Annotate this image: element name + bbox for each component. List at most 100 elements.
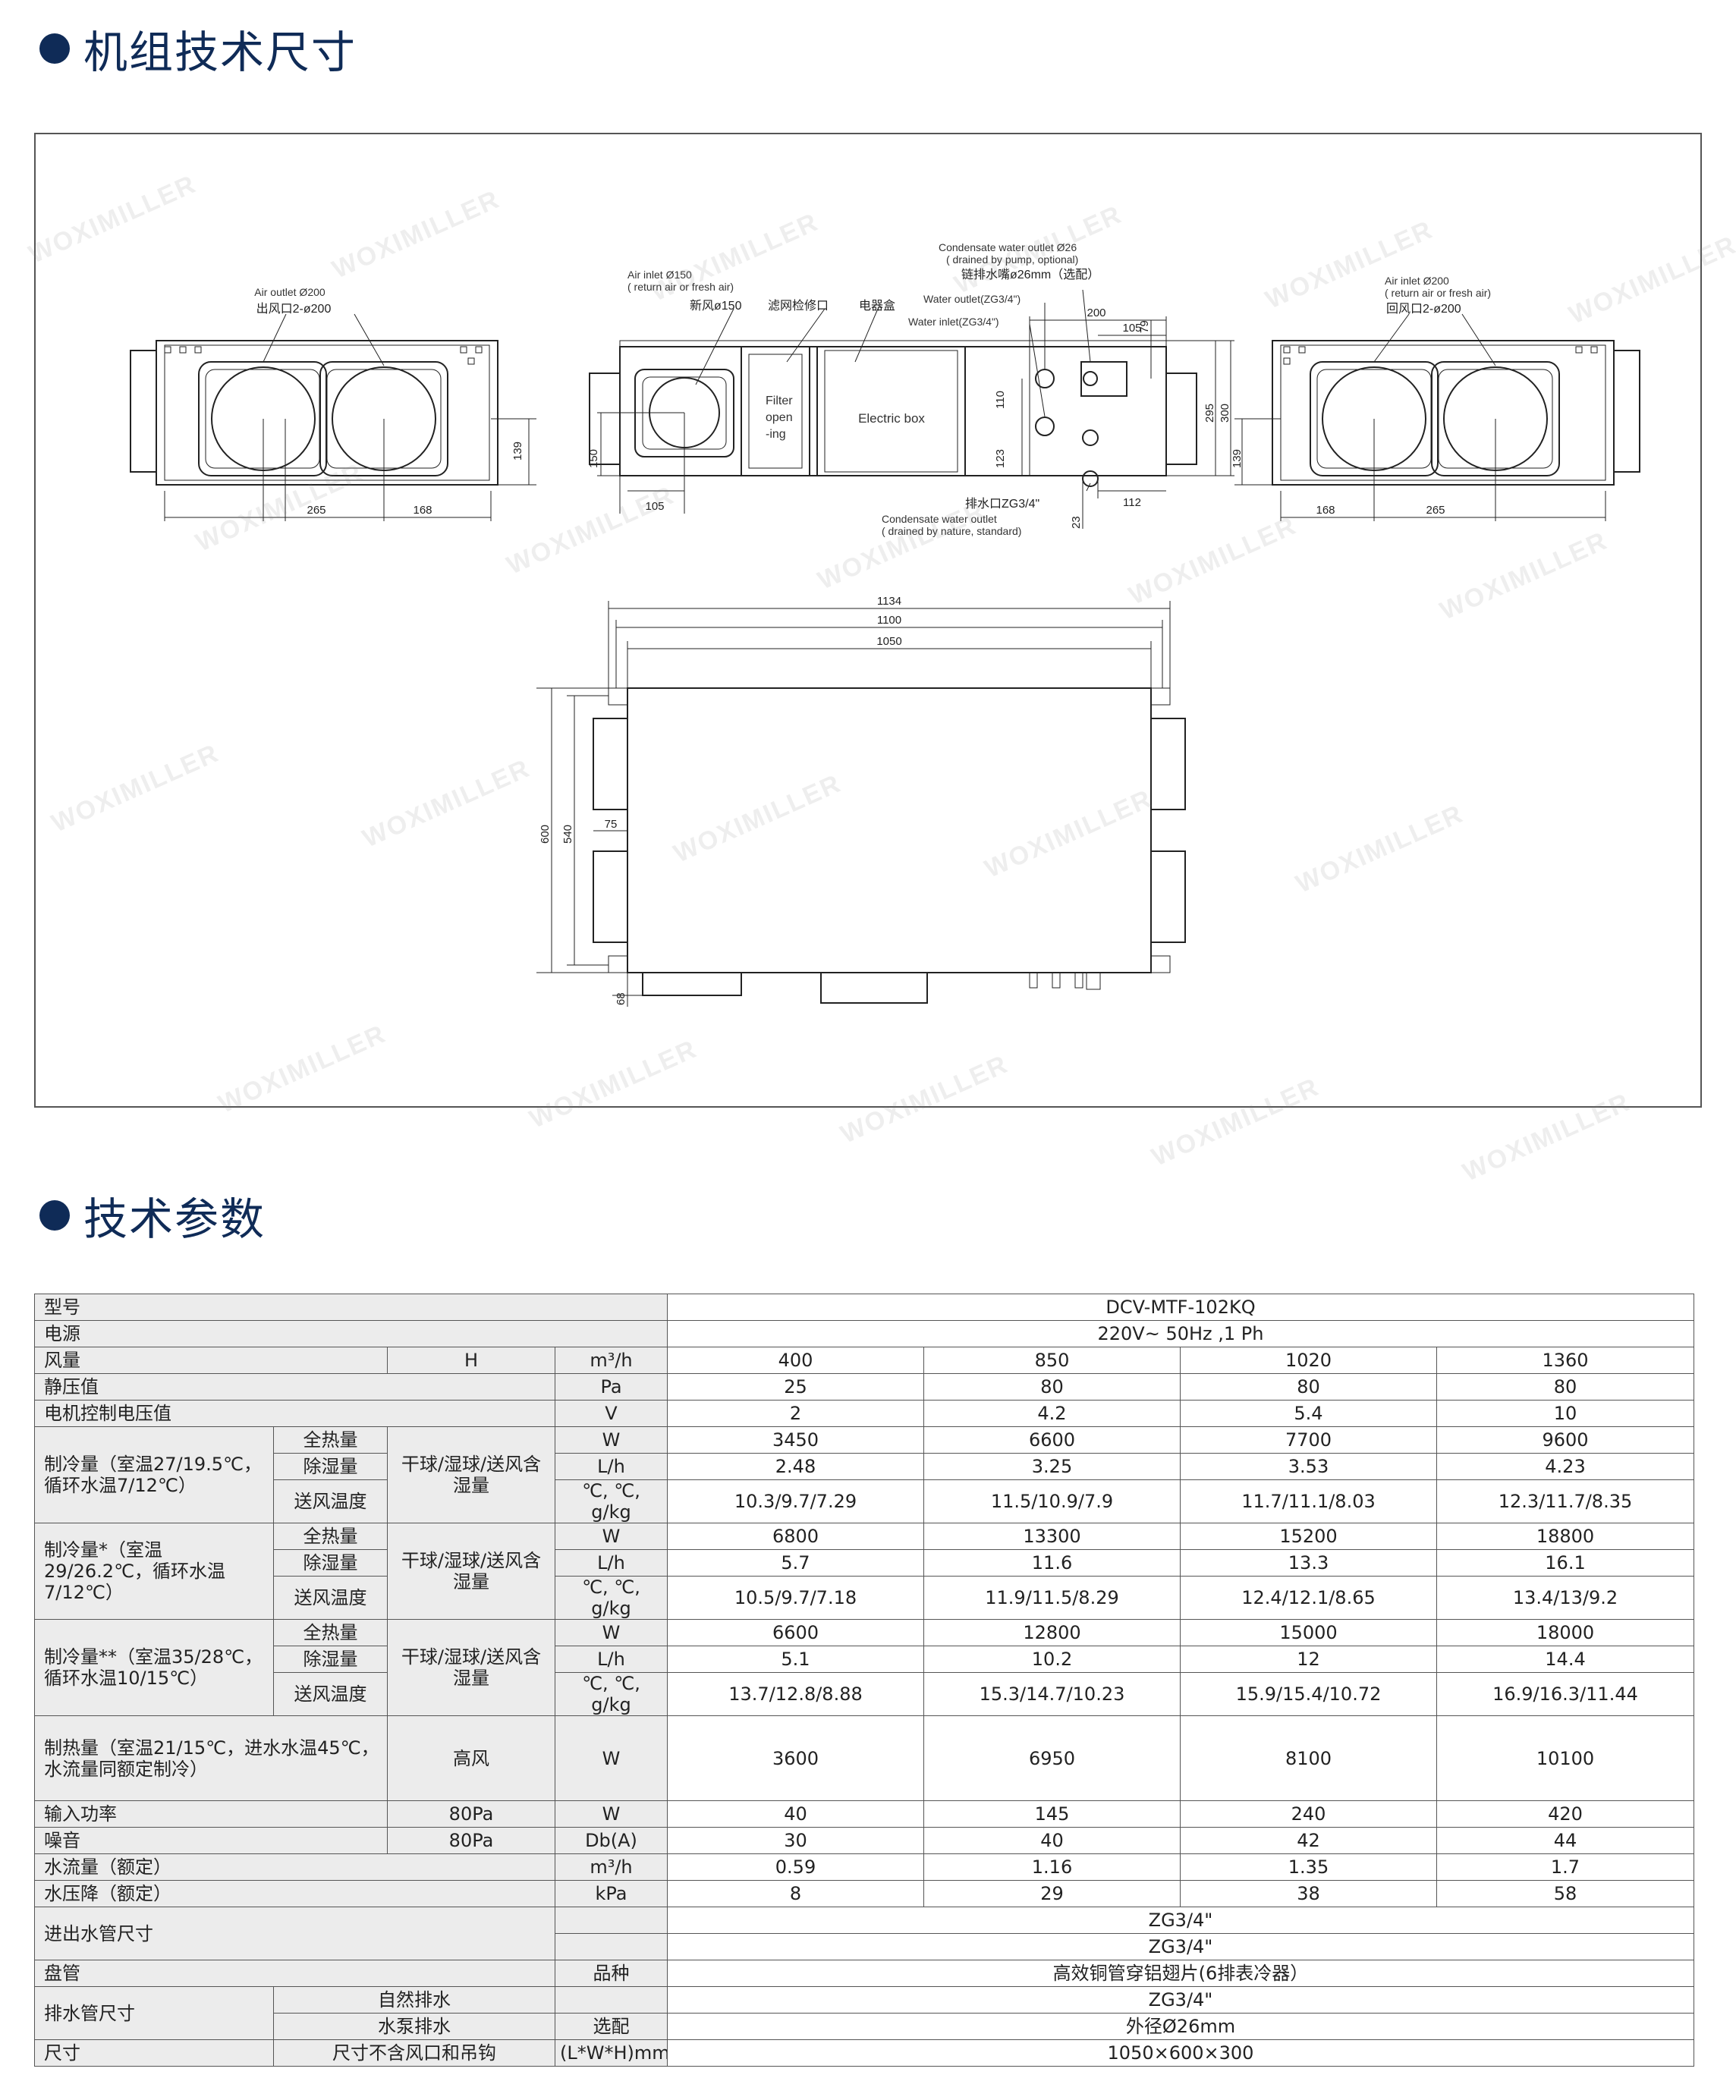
- noise-mode: 80Pa: [387, 1827, 555, 1854]
- technical-drawing: Air outlet Ø200 出风口2-ø200 139 265 168: [34, 133, 1702, 1108]
- unit-temp: ℃, ℃, g/kg: [555, 1479, 668, 1523]
- front-dim-200: 200: [1087, 307, 1105, 319]
- table-cell: 10.5/9.7/7.18: [667, 1576, 924, 1620]
- unit-w: W: [555, 1426, 668, 1454]
- table-cell: 1020: [1180, 1347, 1437, 1374]
- table-cell: 29: [923, 1880, 1181, 1907]
- table-cell: 3.53: [1180, 1453, 1437, 1480]
- table-cell: 42: [1180, 1827, 1437, 1854]
- table-row: ZG3/4": [35, 1933, 1694, 1960]
- drain-pump-value: 外径Ø26mm: [667, 2013, 1694, 2040]
- unit-lh: L/h: [555, 1549, 668, 1577]
- table-row: 制冷量*（室温29/26.2℃，循环水温7/12℃） 全热量 干球/湿球/送风含…: [34, 1523, 1694, 1620]
- mid-cond: 干球/湿球/送风含湿量: [387, 1426, 555, 1523]
- coil-label: 盘管: [34, 1960, 555, 1987]
- table-cell: 40: [923, 1827, 1181, 1854]
- unit-temp: ℃, ℃, g/kg: [555, 1576, 668, 1620]
- table-cell: 1.7: [1436, 1853, 1694, 1881]
- table-row: 制热量（室温21/15℃，进水水温45℃，水流量同额定制冷） 高风 W 3600…: [34, 1715, 1694, 1801]
- table-row: 电源 220V~ 50Hz ,1 Ph: [34, 1320, 1694, 1347]
- table-row: 水压降（额定） kPa 8 29 38 58: [34, 1880, 1694, 1907]
- table-cell: 15200: [1180, 1523, 1437, 1550]
- front-drain-cn: 排水口ZG3/4": [965, 497, 1039, 511]
- table-row: 输入功率 80Pa W 40 145 240 420: [34, 1800, 1694, 1828]
- front-air-inlet-en2: ( return air or fresh air): [627, 281, 734, 293]
- table-cell: 10.2: [923, 1646, 1181, 1673]
- unit-w: W: [555, 1523, 668, 1550]
- front-dim-300: 300: [1219, 404, 1231, 423]
- drop-unit: kPa: [555, 1880, 668, 1907]
- table-cell: 6800: [667, 1523, 924, 1550]
- flow-unit: m³/h: [555, 1853, 668, 1881]
- front-ebox-cn: 电器盒: [859, 299, 895, 313]
- table-row: 除湿量 L/h 2.48 3.25 3.53 4.23: [35, 1453, 1694, 1480]
- pipe-in-value: ZG3/4": [667, 1907, 1694, 1934]
- front-cond-outlet-en2: ( drained by pump, optional): [946, 253, 1078, 266]
- front-air-inlet-en: Air inlet Ø150: [627, 269, 692, 281]
- table-cell: 8: [667, 1880, 924, 1907]
- pipe-label: 进出水管尺寸: [34, 1907, 555, 1960]
- table-cell: 3600: [667, 1715, 924, 1801]
- cool1-label: 制冷量（室温27/19.5℃，循环水温7/12℃）: [34, 1426, 274, 1523]
- drain-label: 排水管尺寸: [34, 1986, 274, 2040]
- size-value: 1050×600×300: [667, 2039, 1694, 2067]
- front-dim-295: 295: [1203, 404, 1216, 423]
- mid-cond: 干球/湿球/送风含湿量: [387, 1619, 555, 1716]
- right-caption-cn: 回风口2-ø200: [1386, 303, 1461, 316]
- table-cell: 8100: [1180, 1715, 1437, 1801]
- top-dim-1050: 1050: [876, 635, 901, 648]
- table-cell: 12.3/11.7/8.35: [1436, 1479, 1694, 1523]
- mid-cond: 干球/湿球/送风含湿量: [387, 1523, 555, 1620]
- unit-w: W: [555, 1619, 668, 1646]
- top-dim-1100: 1100: [877, 614, 901, 627]
- right-caption-en: Air inlet Ø200: [1385, 275, 1449, 287]
- front-dim-23: 23: [1070, 516, 1083, 529]
- table-row: 盘管 品种 高效铜管穿铝翅片(6排表冷器）: [34, 1960, 1694, 1987]
- table-row: 型号 DCV-MTF-102KQ: [34, 1294, 1694, 1321]
- model-label: 型号: [34, 1294, 668, 1321]
- front-dim-123: 123: [994, 449, 1007, 468]
- table-cell: 2: [667, 1400, 924, 1427]
- right-caption-en2: ( return air or fresh air): [1385, 287, 1491, 299]
- table-cell: 400: [667, 1347, 924, 1374]
- table-cell: 13.4/13/9.2: [1436, 1576, 1694, 1620]
- table-row: 送风温度 ℃, ℃, g/kg 10.5/9.7/7.18 11.9/11.5/…: [35, 1576, 1694, 1620]
- table-cell: 30: [667, 1827, 924, 1854]
- static-label: 静压值: [34, 1373, 555, 1401]
- sub-supply: 送风温度: [273, 1479, 388, 1523]
- drain-nat: 自然排水: [273, 1986, 555, 2014]
- table-cell: 1360: [1436, 1347, 1694, 1374]
- table-cell: 4.2: [923, 1400, 1181, 1427]
- front-dim-112: 112: [1123, 496, 1141, 509]
- table-cell: 15000: [1180, 1619, 1437, 1646]
- right-dim-168: 168: [1316, 504, 1335, 517]
- airflow-unit: m³/h: [555, 1347, 668, 1374]
- table-cell: 5.7: [667, 1549, 924, 1577]
- front-cond-nat-en2: ( drained by nature, standard): [882, 525, 1021, 537]
- unit-lh: L/h: [555, 1453, 668, 1480]
- right-view: [1234, 313, 1640, 521]
- heat-label: 制热量（室温21/15℃，进水水温45℃，水流量同额定制冷）: [34, 1715, 388, 1801]
- table-row: 制冷量**（室温35/28℃，循环水温10/15℃） 全热量 干球/湿球/送风含…: [34, 1619, 1694, 1716]
- front-cond-outlet-en: Condensate water outlet Ø26: [939, 241, 1077, 253]
- front-filter-text3: -ing: [766, 428, 786, 441]
- table-cell: 420: [1436, 1800, 1694, 1828]
- heading-bullet-icon: [39, 33, 70, 64]
- size-note: 尺寸不含风口和吊钩: [273, 2039, 555, 2067]
- table-cell: 5.4: [1180, 1400, 1437, 1427]
- table-cell: 15.3/14.7/10.23: [923, 1672, 1181, 1716]
- drain-nat-unit-blank: [555, 1986, 668, 2014]
- table-cell: 10100: [1436, 1715, 1694, 1801]
- table-cell: 15.9/15.4/10.72: [1180, 1672, 1437, 1716]
- table-cell: 5.1: [667, 1646, 924, 1673]
- table-cell: 16.1: [1436, 1549, 1694, 1577]
- cool2-label: 制冷量*（室温29/26.2℃，循环水温7/12℃）: [34, 1523, 274, 1620]
- table-cell: 80: [1436, 1373, 1694, 1401]
- model-value: DCV-MTF-102KQ: [667, 1294, 1694, 1321]
- table-cell: 40: [667, 1800, 924, 1828]
- table-cell: 58: [1436, 1880, 1694, 1907]
- drain-pump: 水泵排水: [273, 2013, 555, 2040]
- table-cell: 80: [1180, 1373, 1437, 1401]
- table-cell: 6600: [667, 1619, 924, 1646]
- motor-label: 电机控制电压值: [34, 1400, 555, 1427]
